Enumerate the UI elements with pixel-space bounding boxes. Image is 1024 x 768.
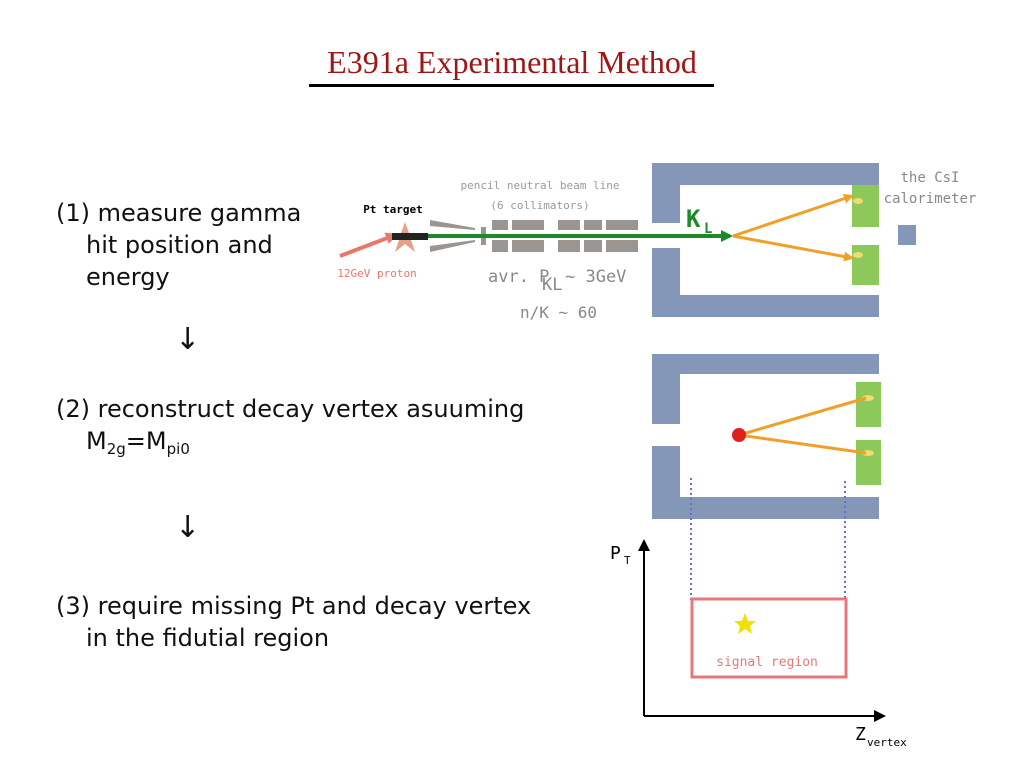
step-3-line-1: (3) require missing Pt and decay vertex	[56, 592, 532, 620]
signal-region-label: signal region	[716, 655, 818, 670]
zvertex-axis-subscript: vertex	[867, 736, 907, 749]
gamma-ray-2	[732, 234, 854, 262]
decay-vertex-dot	[732, 428, 746, 442]
step-1-line-1: (1) measure gamma	[56, 199, 302, 227]
pencil-beam-label: pencil neutral beam line	[461, 179, 620, 192]
step-2-line-1: (2) reconstruct decay vertex asuuming	[56, 395, 525, 423]
step-1: (1) measure gamma hit position and energ…	[56, 197, 301, 293]
nk-ratio-label: n/K ~ 60	[520, 303, 597, 322]
formula-sub-2g: 2g	[106, 440, 126, 458]
signal-star-icon	[734, 613, 756, 634]
kl-subscript: L	[704, 221, 712, 237]
csi-legend-swatch	[898, 225, 916, 245]
slide-title: E391a Experimental Method	[327, 44, 697, 80]
kl-label: K	[686, 205, 701, 233]
collimators-label: (6 collimators)	[490, 199, 589, 212]
down-arrow-icon: ↓	[175, 510, 201, 545]
pt-target-label: Pt target	[363, 203, 423, 216]
step-2: (2) reconstruct decay vertex asuuming M2…	[56, 393, 524, 465]
down-arrow-icon: ↓	[175, 322, 201, 357]
detector-top	[652, 163, 879, 317]
signal-region-box	[690, 597, 848, 679]
csi-label-line-2: calorimeter	[884, 191, 977, 207]
step-1-line-2: hit position and	[86, 231, 273, 259]
proton-beam-arrow	[339, 232, 398, 258]
formula-m: M	[86, 427, 107, 455]
pt-axis-subscript: T	[624, 554, 631, 567]
gamma-ray-1	[732, 193, 854, 238]
target-bar	[392, 233, 428, 240]
avr-p-subscript: KL	[542, 275, 562, 295]
reco-gamma-2	[738, 433, 867, 455]
step-2-formula: M2g=Mpi0	[56, 425, 524, 465]
csi-label-line-1: the CsI	[900, 170, 959, 186]
detector-middle	[652, 354, 881, 519]
step-3-line-2: in the fidutial region	[86, 624, 330, 652]
formula-sub-pi0: pi0	[166, 440, 190, 458]
avr-p-label: avr. P	[488, 267, 549, 287]
reco-gamma-1	[738, 396, 867, 437]
pt-axis-label: P	[610, 543, 621, 564]
proton-label: 12GeV proton	[337, 267, 416, 280]
avr-p-value: ~ 3GeV	[565, 267, 626, 287]
step-3: (3) require missing Pt and decay vertex …	[56, 590, 531, 654]
zvertex-axis-label: Z	[855, 724, 866, 745]
step-1-line-3: energy	[86, 263, 170, 291]
formula-eq: =M	[125, 427, 167, 455]
title-underline	[309, 84, 714, 87]
